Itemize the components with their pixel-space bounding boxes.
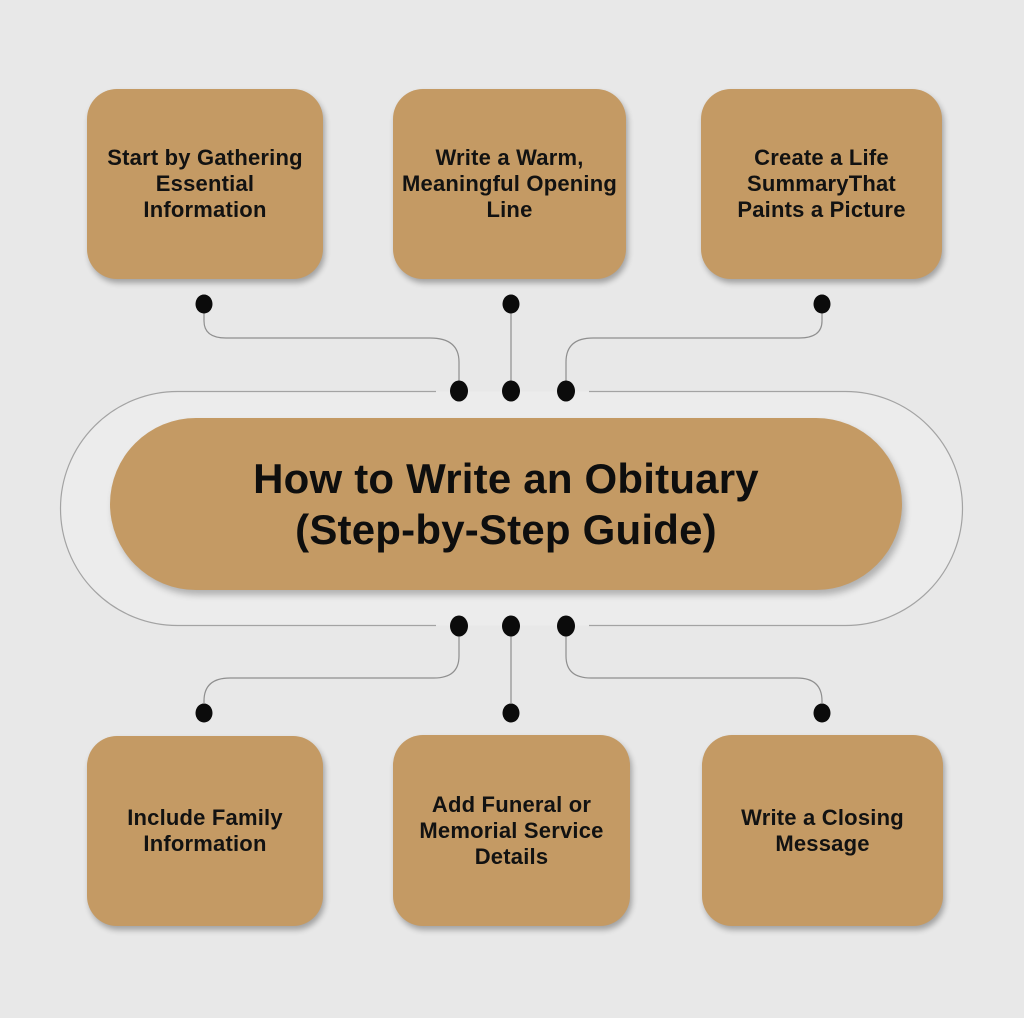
dot	[450, 380, 468, 402]
node-life-summary: Create a Life SummaryThat Paints a Pictu…	[701, 89, 942, 279]
node-label: Include Family Information	[127, 805, 283, 856]
dot	[557, 380, 575, 402]
dot	[195, 294, 213, 314]
dot	[502, 703, 520, 723]
dot	[502, 294, 520, 314]
node-label: Start by Gathering Essential Information	[107, 145, 303, 222]
node-family-information: Include Family Information	[87, 736, 323, 926]
connector-bottom-left	[203, 636, 460, 703]
node-opening-line: Write a Warm, Meaningful Opening Line	[393, 89, 626, 279]
dot	[502, 380, 520, 402]
dot	[195, 703, 213, 723]
ring-outline	[59, 390, 964, 627]
node-closing-message: Write a Closing Message	[702, 735, 943, 926]
center-node: How to Write an Obituary (Step-by-Step G…	[110, 418, 902, 590]
connector-lines	[203, 313, 823, 703]
dot	[813, 703, 831, 723]
node-gather-information: Start by Gathering Essential Information	[87, 89, 323, 279]
dot	[813, 294, 831, 314]
node-service-details: Add Funeral or Memorial Service Details	[393, 735, 630, 926]
node-label: Add Funeral or Memorial Service Details	[419, 791, 604, 869]
node-label: Create a Life SummaryThat Paints a Pictu…	[737, 145, 906, 222]
dot	[450, 615, 468, 637]
node-label: Write a Closing Message	[741, 804, 904, 856]
connector-dots	[195, 294, 831, 723]
dot	[557, 615, 575, 637]
connector-top-right	[565, 313, 823, 381]
diagram-title: How to Write an Obituary (Step-by-Step G…	[253, 455, 759, 553]
connector-top-left	[203, 313, 460, 381]
connector-bottom-right	[565, 636, 823, 703]
dot	[502, 615, 520, 637]
node-label: Write a Warm, Meaningful Opening Line	[401, 145, 618, 222]
